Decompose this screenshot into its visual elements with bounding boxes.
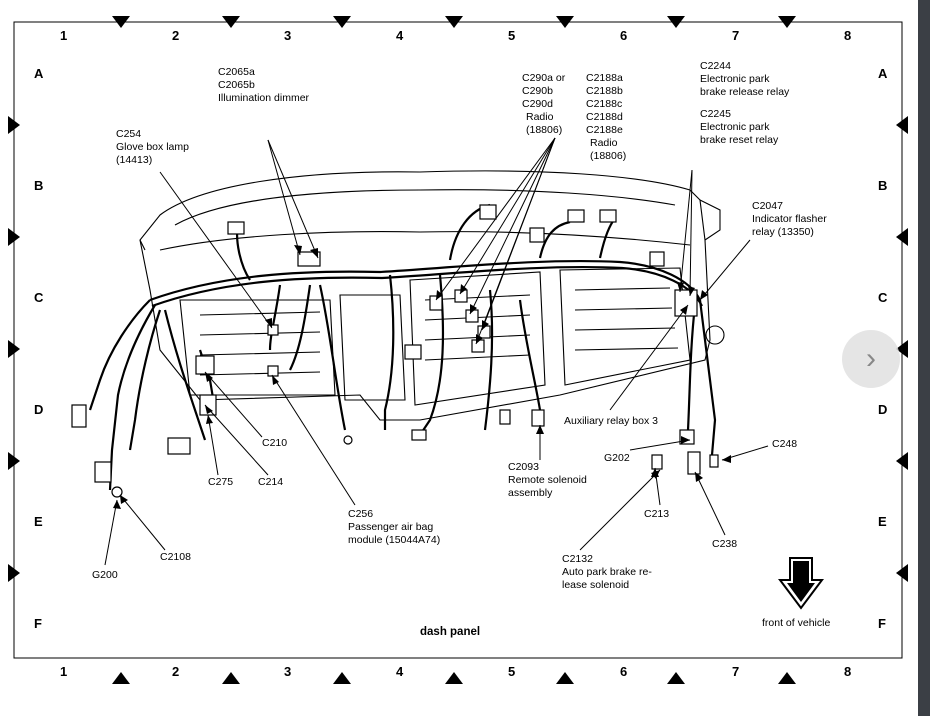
label-c210: C210 — [262, 437, 288, 449]
frame-markers — [8, 16, 908, 684]
grid-row-a-left: A — [34, 66, 44, 81]
wiring-harness — [88, 203, 717, 491]
grid-col-2-top: 2 — [172, 28, 180, 43]
grid-row-c-left: C — [34, 290, 44, 305]
label-c238: C238 — [712, 538, 738, 550]
grid-row-d-left: D — [34, 402, 44, 417]
vertical-scrollbar[interactable] — [918, 0, 930, 716]
grid-col-7-top: 7 — [732, 28, 740, 43]
grid-col-5-bottom: 5 — [508, 664, 516, 679]
front-of-vehicle-arrow — [778, 557, 824, 610]
grid-col-3-bottom: 3 — [284, 664, 292, 679]
label-auxiliary-relay-box: Auxiliary relay box 3 — [564, 415, 658, 427]
grid-row-c-right: C — [878, 290, 888, 305]
grid-col-8-bottom: 8 — [844, 664, 852, 679]
grid-col-6-top: 6 — [620, 28, 628, 43]
connector-blocks — [71, 204, 719, 498]
leader-lines — [104, 137, 769, 566]
grid-row-b-left: B — [34, 178, 44, 193]
wiring-diagram-drawing — [8, 16, 908, 684]
chevron-right-icon: › — [866, 342, 876, 375]
grid-col-2-bottom: 2 — [172, 664, 180, 679]
label-g200: G200 — [92, 569, 118, 581]
grid-row-d-right: D — [878, 402, 888, 417]
grid-row-f-right: F — [878, 616, 886, 631]
label-g202: G202 — [604, 452, 630, 464]
grid-row-e-left: E — [34, 514, 43, 529]
grid-col-1-top: 1 — [60, 28, 68, 43]
bottom-band — [0, 690, 918, 716]
label-c248: C248 — [772, 438, 798, 450]
grid-col-1-bottom: 1 — [60, 664, 68, 679]
grid-row-f-left: F — [34, 616, 42, 631]
dash-panel-outline — [139, 170, 725, 421]
label-c275: C275 — [208, 476, 234, 488]
grid-col-4-bottom: 4 — [396, 664, 404, 679]
label-c2108: C2108 — [160, 551, 191, 563]
diagram-title: dash panel — [420, 626, 481, 638]
grid-row-a-right: A — [878, 66, 888, 81]
grid-col-8-top: 8 — [844, 28, 852, 43]
grid-col-4-top: 4 — [396, 28, 404, 43]
next-image-button[interactable]: › — [842, 330, 900, 388]
grid-col-7-bottom: 7 — [732, 664, 740, 679]
grid-col-3-top: 3 — [284, 28, 292, 43]
label-c214: C214 — [258, 476, 284, 488]
grid-row-e-right: E — [878, 514, 887, 529]
front-of-vehicle-label: front of vehicle — [762, 617, 831, 629]
grid-col-5-top: 5 — [508, 28, 516, 43]
grid-col-6-bottom: 6 — [620, 664, 628, 679]
diagram-sheet: 1 2 3 4 5 6 7 8 1 2 3 4 5 6 7 8 A B C D … — [8, 16, 908, 684]
leader-arrowheads — [113, 245, 731, 509]
grid-row-b-right: B — [878, 178, 888, 193]
label-c213: C213 — [644, 508, 670, 520]
